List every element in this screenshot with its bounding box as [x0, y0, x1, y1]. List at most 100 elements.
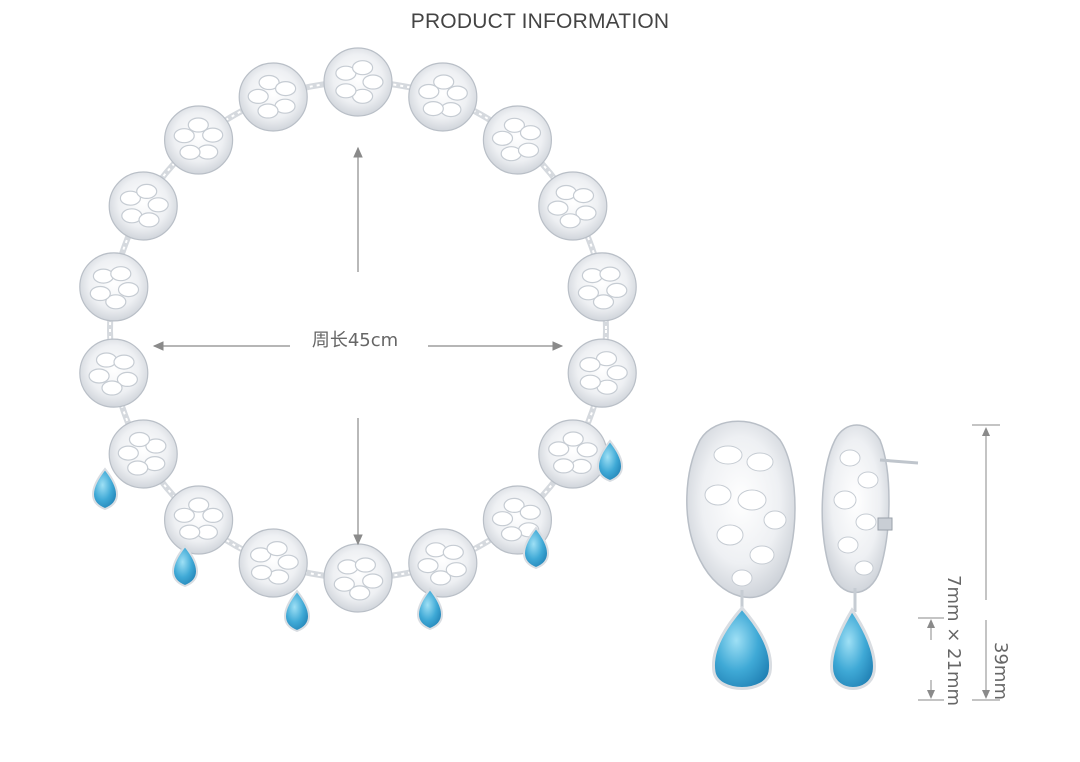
necklace-flower-motif	[79, 252, 149, 322]
necklace-crystal	[548, 441, 570, 457]
earring-side	[821, 424, 919, 690]
necklace-crystal	[337, 559, 359, 575]
necklace-crystal	[572, 188, 595, 204]
necklace-blue-teardrop-stone	[284, 589, 310, 633]
necklace-crystal	[202, 127, 224, 143]
necklace-crystal	[128, 431, 151, 448]
necklace-flower-motif	[238, 62, 308, 132]
necklace-crystal	[110, 266, 132, 282]
necklace-crystal	[147, 197, 169, 213]
necklace-crystal	[173, 507, 195, 523]
necklace-flower-motif	[538, 171, 608, 241]
necklace-crystal	[197, 144, 219, 160]
necklace-flower-motif	[164, 485, 234, 555]
necklace-crystal	[173, 128, 195, 144]
necklace-crystal	[606, 282, 628, 298]
necklace-crystal	[599, 266, 621, 282]
necklace-crystal	[579, 374, 601, 390]
necklace-crystal	[577, 285, 600, 301]
necklace-crystal	[101, 380, 123, 396]
necklace-crystal	[503, 497, 525, 513]
necklace-crystal	[202, 507, 224, 524]
necklace-crystal	[266, 540, 288, 557]
necklace-crystal	[430, 570, 452, 586]
necklace-crystal	[592, 294, 615, 310]
necklace-crystal	[138, 212, 160, 228]
necklace-crystal	[581, 268, 604, 284]
necklace-crystal	[570, 458, 592, 474]
necklace-crystal	[196, 524, 218, 540]
necklace-flower-motif	[482, 105, 553, 175]
necklace-flower-motif	[538, 419, 608, 489]
necklace-crystal	[105, 294, 127, 310]
necklace-crystal	[418, 83, 440, 100]
necklace-flower-motif	[108, 419, 178, 489]
necklace-crystal	[362, 573, 384, 589]
earring-front	[686, 420, 796, 690]
necklace-crystal	[362, 74, 384, 90]
necklace-crystal	[517, 142, 540, 158]
necklace-flower-motif	[79, 338, 149, 408]
necklace-crystal	[95, 352, 118, 368]
necklace-flower-motif	[238, 528, 308, 598]
necklace-crystal	[187, 117, 209, 133]
necklace-crystal	[92, 268, 115, 284]
necklace-crystal	[247, 88, 269, 105]
necklace-crystal	[117, 282, 140, 298]
necklace-crystal	[442, 544, 464, 560]
necklace-crystal	[179, 144, 201, 160]
necklace-blue-teardrop-stone	[417, 587, 443, 631]
necklace-crystal	[136, 183, 158, 199]
necklace-flower-motif	[567, 338, 637, 408]
earring-total-length-label: 39mm	[990, 642, 1011, 700]
necklace-crystal	[349, 585, 371, 601]
necklace-crystal	[445, 562, 467, 578]
necklace-crystal	[519, 125, 542, 141]
necklace-crystal	[552, 458, 575, 474]
necklace-crystal	[335, 83, 357, 99]
necklace-crystal	[277, 554, 299, 570]
necklace-crystal	[491, 511, 514, 527]
necklace-crystal	[333, 576, 355, 592]
necklace-blue-teardrop-stone	[92, 467, 118, 511]
necklace-crystal	[145, 438, 167, 454]
necklace-crystal	[576, 442, 598, 458]
necklace-flower-motif	[408, 528, 478, 598]
necklace-crystal	[440, 101, 462, 118]
page-title: PRODUCT INFORMATION	[410, 10, 670, 33]
necklace-flower-motif	[567, 252, 637, 322]
earring-stone-size-label: 7mm × 21mm	[943, 575, 964, 707]
necklace-crystal	[446, 85, 468, 101]
necklace-crystal	[579, 357, 601, 373]
necklace-crystal	[113, 354, 135, 370]
necklace-crystal	[188, 497, 210, 513]
necklace-flower-motif	[323, 47, 393, 117]
necklace-blue-teardrop-stone	[597, 439, 623, 483]
necklace-crystal	[417, 557, 439, 574]
necklace-crystal	[562, 431, 584, 447]
necklace-crystal	[425, 542, 447, 558]
necklace-flower-motif	[108, 171, 178, 241]
necklace-crystal	[547, 200, 569, 216]
necklace-crystal	[250, 547, 272, 563]
necklace-dimension-arrows	[152, 146, 564, 546]
necklace-crystal	[258, 74, 280, 91]
necklace-crystal	[127, 460, 149, 476]
necklace-crystal	[257, 103, 279, 119]
necklace-crystal	[519, 504, 541, 520]
necklace	[79, 47, 637, 633]
necklace-crystal	[575, 205, 597, 221]
necklace-crystal	[500, 526, 523, 542]
necklace-flower-motif	[164, 105, 234, 175]
necklace-crystal	[559, 213, 581, 229]
necklace-flower-motif	[408, 62, 478, 132]
necklace-crystal	[275, 80, 297, 97]
necklace-crystal	[606, 365, 628, 381]
necklace-crystal	[116, 371, 139, 387]
necklace-crystal	[89, 285, 111, 302]
necklace-crystal	[503, 117, 526, 133]
necklace-blue-teardrop-stone	[172, 544, 198, 588]
necklace-crystal	[352, 60, 374, 76]
necklace-crystal	[422, 100, 444, 117]
